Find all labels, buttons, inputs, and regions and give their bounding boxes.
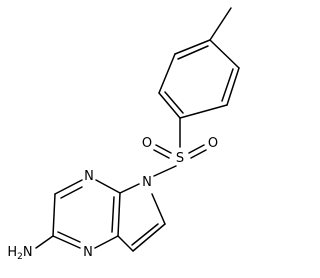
bond-nbottom-c4a: [94, 235, 119, 249]
bond-n-c7a: [119, 183, 140, 194]
bond-c7a-c4a-inner: [111, 196, 115, 233]
bond-ring1-a-inner: [177, 45, 209, 60]
bond-c2-nh2: [35, 235, 54, 249]
bond-s-o-right-1: [188, 144, 205, 154]
bond-c5-c4a: [117, 235, 134, 252]
bond-s-o-right-2: [190, 149, 207, 159]
bond-c2-nbottom-inner: [57, 231, 81, 243]
atom-oxygen-right: O: [208, 136, 218, 151]
bond-ring1-f: [209, 39, 240, 69]
atom-n-pyrazine-top: N: [84, 169, 94, 184]
bond-sulfur-n: [153, 165, 177, 177]
bond-ring1-e: [226, 67, 240, 106]
bond-ring1-e-inner: [221, 68, 234, 102]
bond-c7a-c4a: [117, 192, 121, 237]
atom-amine: H2N: [7, 245, 32, 262]
bond-ntop-c3-inner: [60, 186, 83, 199]
bond-ring1-d: [179, 104, 228, 119]
bond-methyl: [209, 7, 232, 41]
bond-ntop-c3: [54, 179, 83, 195]
bond-s-o-left-1: [155, 144, 172, 154]
bond-ring1-c: [158, 92, 181, 119]
structure-canvas: N S O O N N H2N: [7, 7, 240, 262]
bond-ring1-a: [174, 39, 211, 55]
atom-n-pyrazine-bottom: N: [83, 245, 93, 260]
bond-n-c6: [151, 193, 166, 225]
bond-c2-nbottom: [52, 235, 81, 249]
bond-s-o-left-2: [153, 149, 170, 159]
bond-c6-c5: [132, 223, 166, 252]
bond-c7a-ntop: [95, 179, 121, 194]
bond-ring1-c-inner: [164, 91, 184, 114]
atom-n-pyrrole: N: [142, 175, 152, 190]
atom-oxygen-left: O: [142, 136, 152, 151]
bond-ring1-b: [158, 53, 176, 94]
molecule-structure: N S O O N N H2N: [7, 7, 240, 262]
bond-c6-c5-inner: [131, 223, 159, 246]
bond-c3-c2: [52, 193, 56, 237]
atom-sulfur: S: [176, 151, 184, 166]
